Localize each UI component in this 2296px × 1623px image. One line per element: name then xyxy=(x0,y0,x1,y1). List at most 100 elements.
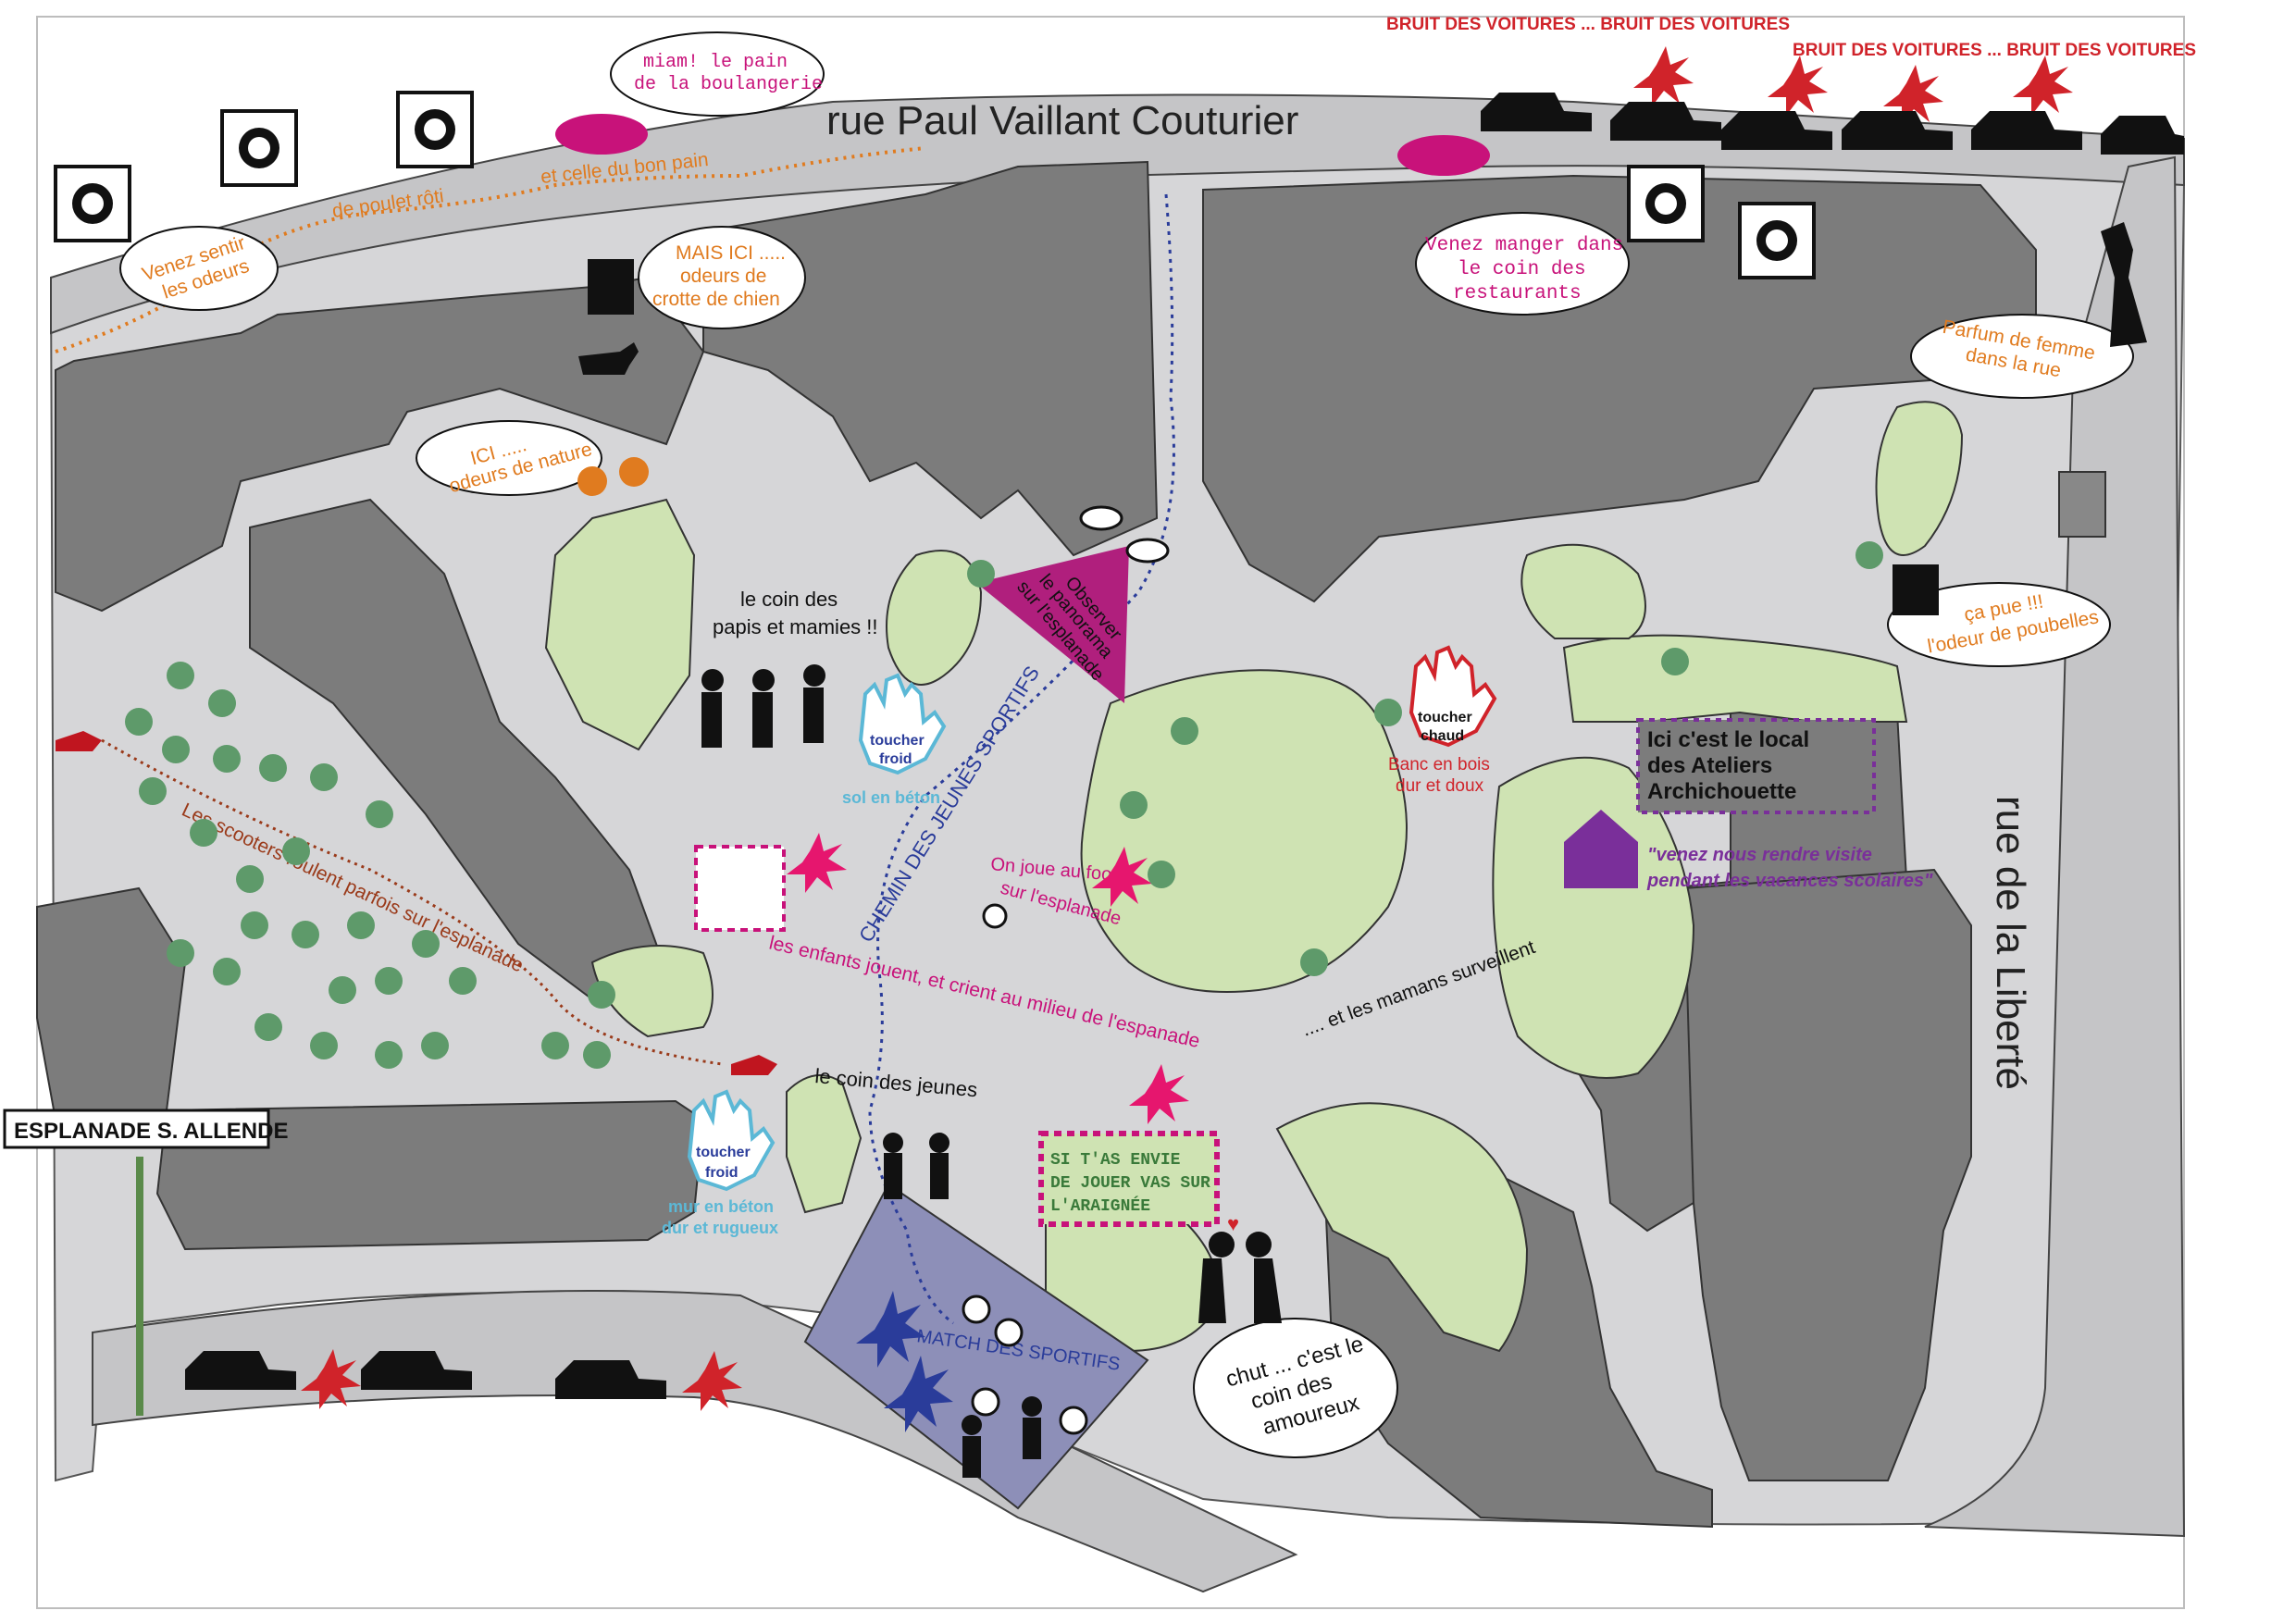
bubble-dog: MAIS ICI ..... odeurs de crotte de chien xyxy=(638,226,806,329)
nose-pinch-icon xyxy=(588,259,634,315)
flowers-icon xyxy=(577,457,649,496)
lips-icon xyxy=(555,114,648,155)
green-top-right-a xyxy=(1520,543,1646,639)
burst-icon xyxy=(856,1291,925,1368)
local-label-1: Ici c'est le local xyxy=(1647,727,1809,752)
scooter-path xyxy=(101,738,723,1066)
green-spaces xyxy=(544,401,1964,1353)
playground-box xyxy=(694,845,786,932)
trees xyxy=(125,541,1883,1069)
bubble-nature: ICI ..... odeurs de nature xyxy=(416,420,602,497)
noise-burst-icon xyxy=(1092,847,1152,907)
football-icon xyxy=(971,1387,1000,1417)
restaurant-icon xyxy=(1738,202,1816,279)
hand-icon xyxy=(1409,645,1497,748)
car-icon xyxy=(361,1351,472,1390)
house-icon xyxy=(1564,810,1638,888)
noise-burst-icon xyxy=(682,1351,742,1411)
lovers-icon xyxy=(1198,1232,1282,1323)
noise-burst-icon xyxy=(301,1349,361,1409)
bubble-text: de la boulangerie xyxy=(634,74,823,95)
building-top-left xyxy=(55,276,705,613)
scooter-icon xyxy=(56,731,102,751)
car-icon xyxy=(1610,102,1721,141)
building-top-right xyxy=(1202,174,2037,603)
spider-label-3: L'ARAIGNÉE xyxy=(1050,1196,1150,1216)
eye-icon xyxy=(1125,538,1170,564)
right-road xyxy=(1924,155,2186,1538)
building-far-right xyxy=(1682,868,1972,1481)
bubble-text: restaurants xyxy=(1453,283,1582,304)
nose-pinch-icon xyxy=(1893,564,1939,615)
car-icon xyxy=(555,1360,666,1399)
green-youth xyxy=(786,1074,863,1214)
elders-label-2: papis et mamies !! xyxy=(713,615,878,638)
green-small-bottom xyxy=(590,945,714,1038)
visit-label-2: pendant les vacances scolaires" xyxy=(1646,871,1933,891)
restaurant-icon xyxy=(1627,165,1705,242)
green-nature-hex xyxy=(544,498,696,751)
hand-label: toucher xyxy=(696,1145,751,1160)
green-panorama xyxy=(886,550,983,686)
noise-burst-icon xyxy=(787,833,847,893)
green-right-middle xyxy=(1492,756,1695,1079)
local-box xyxy=(1636,718,1876,814)
hand-cold-wall: toucher froid mur en béton dur et rugueu… xyxy=(662,1089,778,1237)
bubble-perfume: Parfum de femme dans la rue xyxy=(1910,314,2134,399)
visit-label-1: "venez nous rendre visite xyxy=(1647,845,1872,865)
hand-label: froid xyxy=(879,751,912,767)
street-name-top: rue Paul Vaillant Couturier xyxy=(826,98,1298,143)
bubble-text: crotte de chien xyxy=(652,289,780,310)
hand-cold-floor: toucher froid sol en béton xyxy=(842,673,947,807)
touch-description: dur et doux xyxy=(1396,776,1484,796)
panorama-triangle xyxy=(976,546,1129,703)
car-icon xyxy=(1971,111,2082,150)
touch-description: sol en béton xyxy=(842,788,940,807)
noise-burst-icon xyxy=(1129,1064,1189,1124)
green-center-big xyxy=(1080,669,1408,993)
elders-icon xyxy=(701,664,825,748)
car-icon xyxy=(1721,111,1832,150)
building-bottom-left xyxy=(155,1099,705,1251)
right-street-name: rue de la Liberté xyxy=(1988,796,2033,1090)
car-icon xyxy=(185,1351,296,1390)
woman-icon xyxy=(2101,222,2147,347)
street-sign-text: ESPLANADE S. ALLENDE xyxy=(14,1119,288,1144)
local-label-2: des Ateliers xyxy=(1647,753,1772,778)
bubble-text: MAIS ICI ..... xyxy=(676,242,786,264)
football-icon xyxy=(1059,1406,1088,1435)
bubble-text: le coin des xyxy=(1458,259,1586,280)
building-top-center xyxy=(702,160,1159,557)
scooter-icon xyxy=(731,1055,777,1075)
football-icon xyxy=(982,903,1008,929)
noise-bursts xyxy=(301,46,2073,1411)
football-icon xyxy=(962,1295,991,1324)
top-road xyxy=(50,93,2185,335)
hand-label: toucher xyxy=(1418,710,1472,725)
cars xyxy=(185,93,2184,1399)
hand-label: froid xyxy=(705,1165,738,1181)
bubble-text: odeurs de xyxy=(680,266,766,287)
top-street-name: rue Paul Vaillant Couturier xyxy=(826,98,1298,143)
noise-burst-icon xyxy=(1633,46,1694,106)
bubble-text: miam! le pain xyxy=(643,52,788,73)
bubble-restaurants: Venez manger dans le coin des restaurant… xyxy=(1415,212,1630,316)
bubble-lovers: chut ... c'est le coin des amoureux xyxy=(1193,1318,1398,1458)
heart-icon: ♥ xyxy=(1227,1212,1239,1235)
noise-burst-icon xyxy=(2013,56,2073,116)
footballs xyxy=(962,1295,1088,1435)
eye-icon xyxy=(1079,505,1123,531)
burst-icon xyxy=(884,1356,953,1432)
car-icon xyxy=(2101,116,2184,155)
spider-label-2: DE JOUER VAS SUR xyxy=(1050,1174,1210,1193)
noise-label-2: BRUIT DES VOITURES ... BRUIT DES VOITURE… xyxy=(1793,41,2196,60)
car-icon xyxy=(1481,93,1592,131)
players-icon xyxy=(962,1396,1042,1478)
hand-icon xyxy=(687,1089,776,1192)
touch-description: dur et rugueux xyxy=(662,1219,778,1237)
spider-box xyxy=(1038,1131,1220,1227)
noise-burst-icon xyxy=(1883,65,1943,125)
street-sign: ESPLANADE S. ALLENDE xyxy=(3,1109,288,1416)
street-name-right: rue de la Liberté xyxy=(1988,796,2033,1090)
